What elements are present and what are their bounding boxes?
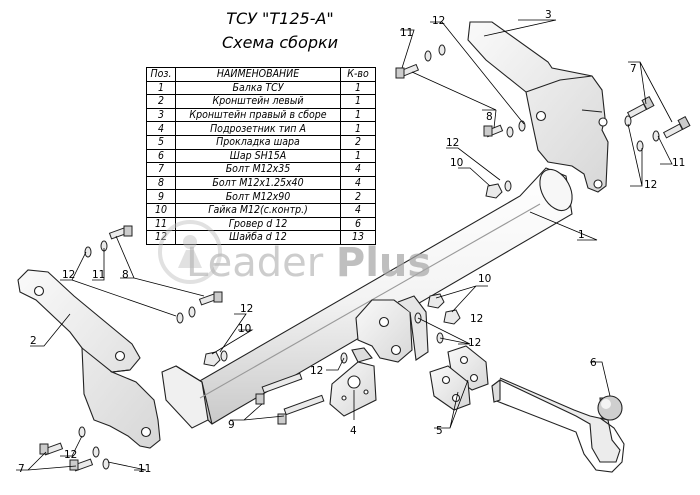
watermark-bold-text: Plus [335,240,432,286]
callout-11-left: 11 [92,269,105,281]
bolt-icon [198,291,223,306]
bolt-icon [277,394,325,425]
callout-labels: 1 2 3 4 5 6 7 7 8 8 9 10 10 10 11 11 11 … [18,9,685,475]
bolt-icon [395,63,420,79]
callout-11-bottom: 11 [138,463,151,475]
cell-position: 2 [146,94,176,109]
cell-quantity: 13 [340,230,376,245]
callout-8-left: 8 [122,269,129,281]
callout-4: 4 [350,425,357,437]
drawing-subtitle: Схема сборки [221,33,339,52]
fasteners [39,44,691,472]
cell-name: Гровер d 12 [175,216,341,232]
drawing-title: ТСУ "Т125-А" [226,9,334,28]
cell-position: 1 [146,80,176,96]
watermark: Leader Plus [186,240,431,286]
cell-name: Болт М12х1.25х40 [175,175,341,191]
callout-11-top: 11 [400,27,413,39]
bolt-icon [626,96,655,119]
ball-spacer-part [429,345,489,411]
table-header-row: Поз. НАИМЕНОВАНИЕ К-во [146,67,376,82]
bolt-icon [108,225,133,240]
hitch-beam-part [161,167,573,429]
cell-quantity: 4 [340,162,376,177]
nut-icon [427,293,445,309]
callout-7-top: 7 [630,63,637,75]
callout-6: 6 [590,357,597,369]
callout-12-upper: 12 [446,137,459,149]
callout-8-top: 8 [486,111,493,123]
washer-icon [176,306,196,324]
bolt-icon [662,116,691,139]
callout-12-bottom: 12 [64,449,77,461]
cell-position: 4 [146,121,176,136]
column-header-quantity: К-во [340,67,376,82]
washer-icon [78,426,110,470]
callout-3: 3 [545,9,552,21]
bolt-icon [39,442,64,456]
washer-icon [84,240,108,258]
callout-12-beam: 12 [470,313,483,325]
cell-quantity: 1 [340,107,376,123]
callout-10-left: 10 [238,323,251,335]
nut-icon [203,350,228,367]
callout-12-mid: 12 [240,303,253,315]
socket-bracket-part [329,347,377,417]
callout-9: 9 [228,419,235,431]
cell-quantity: 1 [340,80,376,96]
cell-quantity: 2 [340,189,376,204]
callout-12-right: 12 [644,179,657,191]
callout-1: 1 [578,229,585,241]
callout-2: 2 [30,335,37,347]
callout-12-lower: 12 [468,337,481,349]
cell-position: 8 [146,175,176,191]
bolt-icon [255,372,303,405]
watermark-text: Leader [186,240,324,286]
cell-name: Шар SH15A [175,148,341,164]
callout-12-top: 12 [432,15,445,27]
washer-icon [506,120,526,138]
right-bracket-part [467,21,609,193]
tow-ball-part [491,377,625,473]
cell-name: Кронштейн правый в сборе [175,107,341,123]
cell-quantity: 1 [340,121,376,136]
cell-quantity: 4 [340,175,376,191]
callout-12-left: 12 [62,269,75,281]
left-bracket-part [17,269,161,449]
nut-icon [443,309,461,325]
cell-name: Балка ТСУ [175,80,341,96]
cell-quantity: 6 [340,216,376,232]
leader-lines [16,19,673,471]
column-header-name: НАИМЕНОВАНИЕ [175,67,341,82]
cell-position: 5 [146,134,176,150]
callout-10-top: 10 [450,157,463,169]
callout-10-right: 10 [478,273,491,285]
callout-12-center: 12 [310,365,323,377]
watermark-logo-icon [158,220,222,284]
cell-quantity: 1 [340,148,376,164]
bolt-icon [69,458,94,472]
washer-icon [424,44,446,62]
cell-name: Подрозетник тип А [175,121,341,136]
cell-name: Шайба d 12 [175,230,341,245]
bolt-icon [483,124,504,138]
callout-5: 5 [436,425,443,437]
nut-icon [485,180,512,199]
callout-11-right: 11 [672,157,685,169]
washer-icon [624,115,660,152]
callout-7-bottom: 7 [18,463,25,475]
cell-name: Прокладка шара [175,134,341,150]
